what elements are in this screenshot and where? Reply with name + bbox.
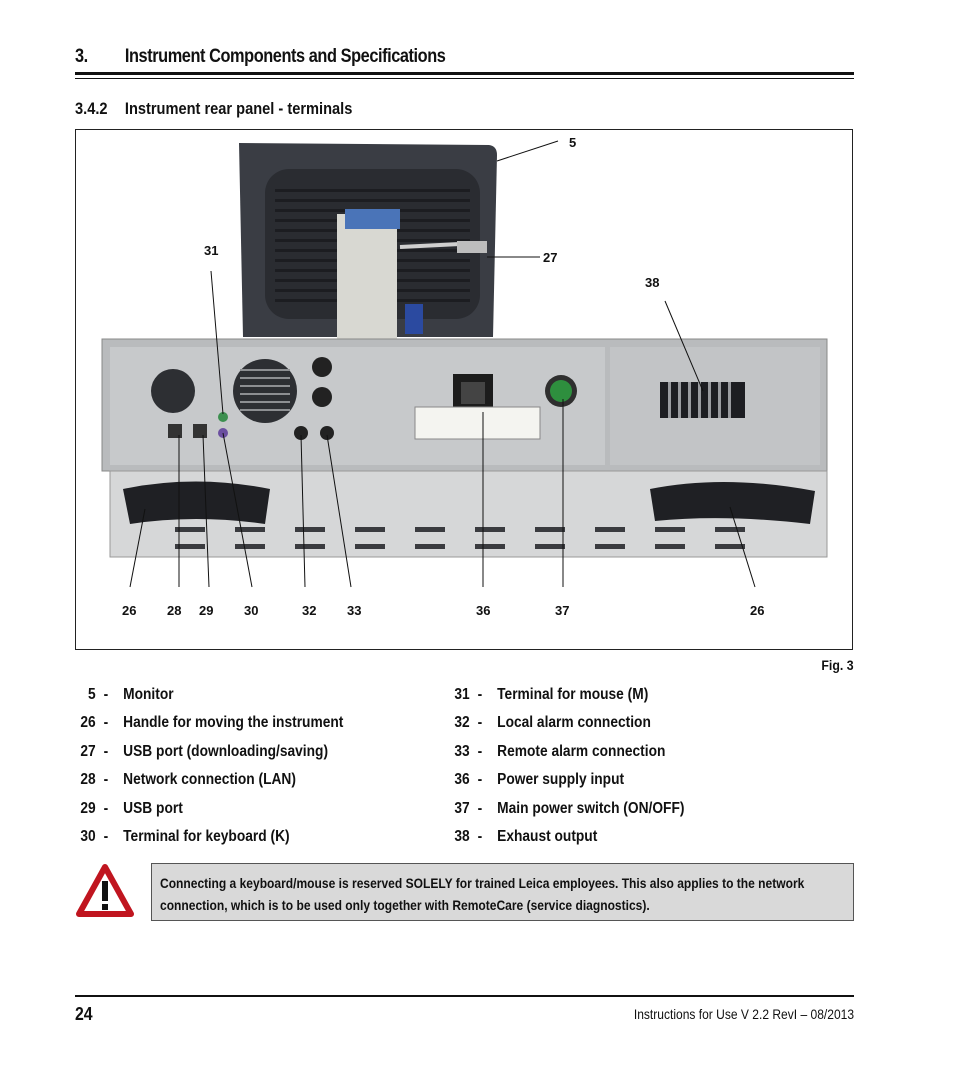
legend-item: 31-Terminal for mouse (M) — [454, 686, 649, 703]
subsection-title: Instrument rear panel - terminals — [124, 99, 353, 118]
header-rule-thick — [75, 72, 854, 75]
callout-36: 36 — [476, 603, 490, 618]
legend-item: 29-USB port — [80, 800, 183, 817]
callout-30: 30 — [244, 603, 258, 618]
callout-28: 28 — [167, 603, 181, 618]
subsection-heading: 3.4.2 Instrument rear panel - terminals — [75, 99, 352, 119]
page-number: 24 — [75, 1004, 93, 1024]
header-rule-thin — [75, 78, 854, 79]
legend-item: 28-Network connection (LAN) — [80, 771, 296, 788]
section-number: 3. — [75, 46, 88, 67]
callout-37: 37 — [555, 603, 569, 618]
document-reference: Instructions for Use V 2.2 RevI – 08/201… — [633, 1006, 854, 1022]
section-title: Instrument Components and Specifications — [124, 46, 446, 67]
warning-triangle-icon — [76, 864, 134, 917]
legend-item: 26-Handle for moving the instrument — [80, 714, 344, 731]
figure-caption: Fig. 3 — [821, 657, 854, 673]
legend-item: 27-USB port (downloading/saving) — [80, 743, 329, 760]
callout-32: 32 — [302, 603, 316, 618]
legend-item: 5-Monitor — [87, 686, 174, 703]
callout-27: 27 — [543, 250, 557, 265]
subsection-number: 3.4.2 — [75, 99, 108, 118]
monitor-illustration — [239, 143, 497, 339]
callout-leader-lines — [129, 140, 756, 588]
callout-26-right: 26 — [750, 603, 764, 618]
section-heading: 3. Instrument Components and Specificatio… — [75, 46, 446, 68]
callout-33: 33 — [347, 603, 361, 618]
legend-item: 30-Terminal for keyboard (K) — [80, 828, 290, 845]
callout-5: 5 — [569, 135, 576, 150]
legend-item: 37-Main power switch (ON/OFF) — [454, 800, 685, 817]
callout-31: 31 — [204, 243, 218, 258]
legend-item: 33-Remote alarm connection — [454, 743, 666, 760]
legend-item: 36-Power supply input — [454, 771, 625, 788]
legend-item: 38-Exhaust output — [454, 828, 598, 845]
callout-38: 38 — [645, 275, 659, 290]
rear-panel-photo: 5 27 31 38 26 28 29 30 32 33 36 37 26 — [101, 135, 828, 618]
callout-26-left: 26 — [122, 603, 136, 618]
warning-box — [151, 863, 854, 921]
lower-housing-illustration — [109, 470, 828, 558]
callout-29: 29 — [199, 603, 213, 618]
warning-text: Connecting a keyboard/mouse is reserved … — [160, 875, 805, 913]
housing-illustration — [101, 338, 828, 472]
footer-rule — [75, 995, 854, 997]
legend-item: 32-Local alarm connection — [454, 714, 651, 731]
figure-frame — [75, 129, 853, 650]
